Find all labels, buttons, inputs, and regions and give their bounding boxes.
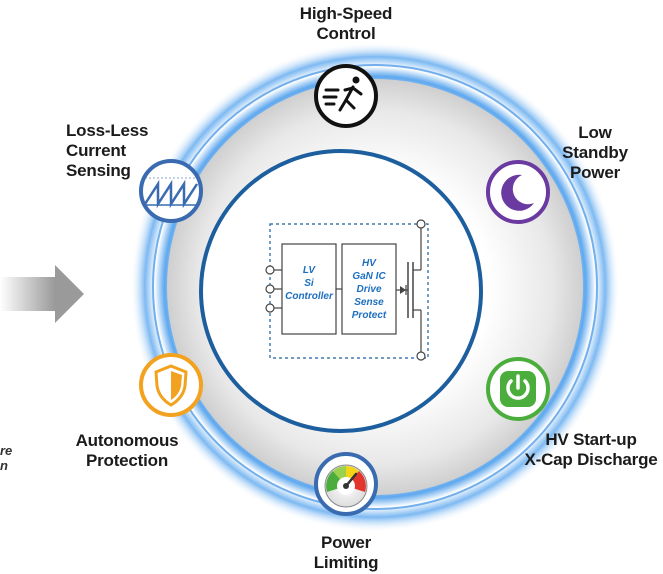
pin-2 bbox=[265, 284, 275, 294]
hv-startup-label: HV Start-up X-Cap Discharge bbox=[524, 430, 658, 469]
hv-line: HV bbox=[362, 258, 376, 269]
high-speed-badge bbox=[314, 64, 378, 128]
low-standby-badge bbox=[486, 160, 550, 224]
autonomous-label: Autonomous Protection bbox=[75, 431, 179, 470]
sense-line: Sense bbox=[354, 297, 384, 308]
low-standby-label: Low Standby Power bbox=[562, 123, 628, 182]
protect-line: Protect bbox=[351, 310, 387, 321]
drive-line: Drive bbox=[356, 284, 382, 295]
si-line: Si bbox=[304, 278, 314, 289]
source-terminal bbox=[416, 351, 426, 361]
lossless-label: Loss-Less Current Sensing bbox=[66, 121, 149, 180]
gauge-icon bbox=[326, 466, 366, 495]
hv-startup-badge bbox=[486, 357, 550, 421]
sawtooth-icon bbox=[143, 177, 199, 209]
gan-ic-line: GaN IC bbox=[352, 271, 386, 282]
lv-line: LV bbox=[302, 265, 316, 276]
running-man-icon bbox=[322, 76, 363, 112]
moon-icon bbox=[501, 174, 534, 211]
pin-1 bbox=[265, 265, 275, 275]
center-circle bbox=[199, 149, 483, 433]
pin-3 bbox=[265, 303, 275, 313]
schematic bbox=[265, 219, 429, 361]
lv-block-text: LV Si Controller bbox=[282, 264, 336, 303]
power-limiting-badge bbox=[314, 452, 378, 516]
drain-terminal bbox=[416, 219, 426, 229]
power-icon bbox=[506, 374, 530, 400]
controller-line: Controller bbox=[285, 291, 333, 302]
shield-icon bbox=[154, 364, 188, 407]
input-arrow bbox=[0, 265, 84, 323]
power-limiting-label: Power Limiting bbox=[313, 533, 379, 572]
lv-controller-block bbox=[281, 243, 337, 335]
autonomous-badge bbox=[139, 353, 203, 417]
ring-inner-edge bbox=[152, 64, 598, 510]
high-speed-label: High-Speed Control bbox=[299, 4, 393, 43]
hv-block-text: HV GaN IC Drive Sense Protect bbox=[342, 257, 396, 322]
lossless-badge bbox=[139, 159, 203, 223]
cutoff-text: re n bbox=[0, 443, 13, 473]
